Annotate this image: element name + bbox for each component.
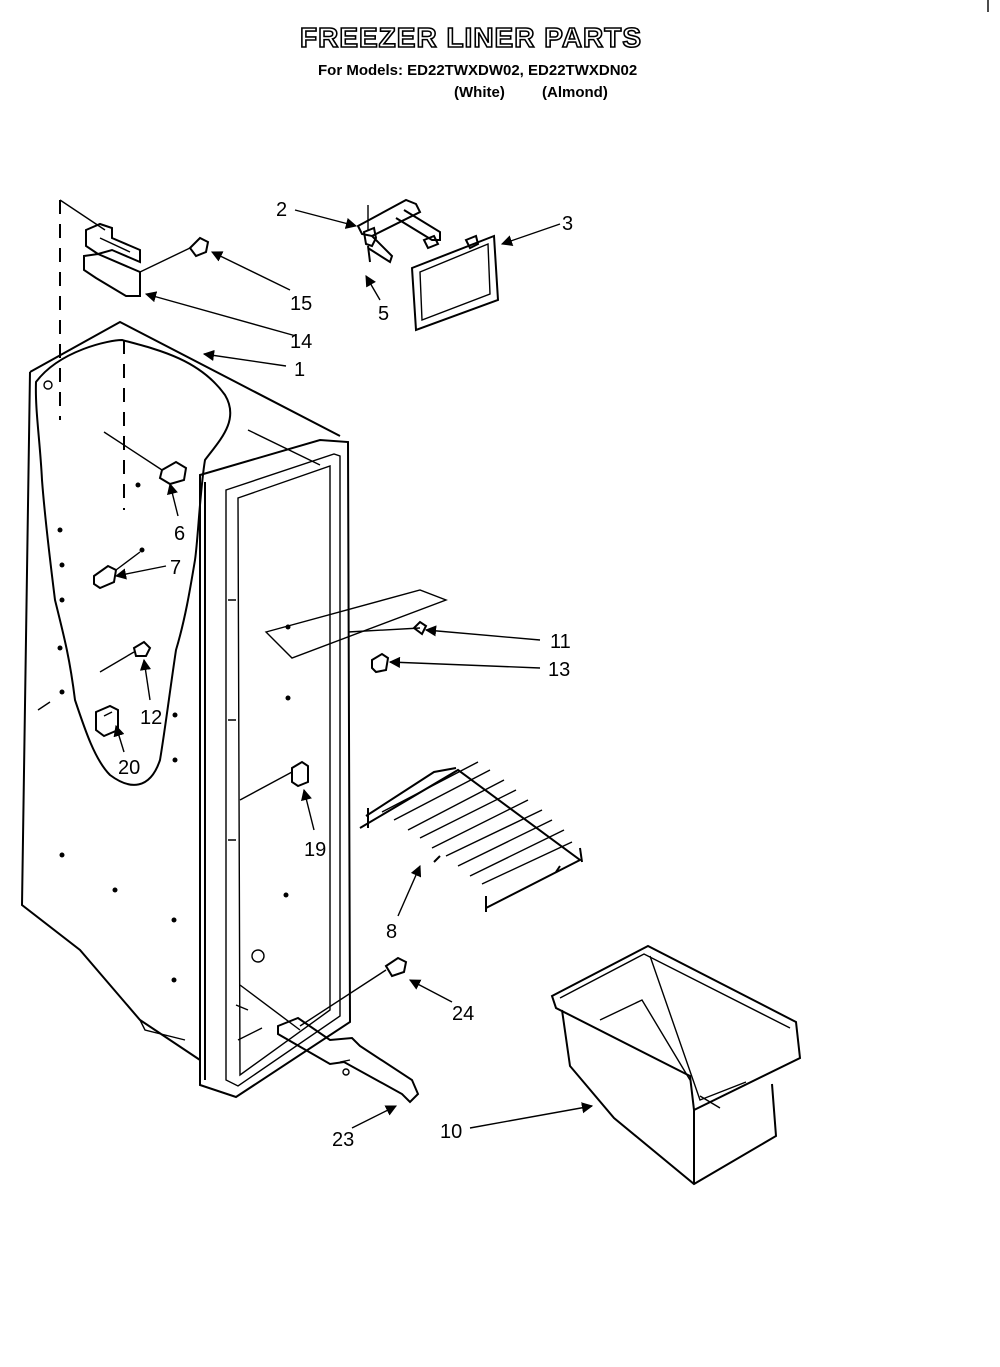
- callout-12: 12: [140, 707, 162, 729]
- part-8-wire-shelf: [359, 761, 583, 912]
- callout-8: 8: [386, 921, 397, 943]
- freezer-liner: [20, 320, 352, 1099]
- callout-19: 19: [304, 839, 326, 861]
- models-line: For Models: ED22TWXDW02, ED22TWXDN02: [318, 62, 638, 79]
- callout-20: 20: [118, 757, 140, 779]
- part-20-clip: [95, 704, 119, 738]
- callout-2: 2: [276, 199, 287, 221]
- part-23-bracket: [277, 1016, 420, 1104]
- part-15-screw: [139, 236, 210, 273]
- callout-13: 13: [548, 659, 570, 681]
- callout-leaders: [113, 209, 594, 1129]
- part-5-screw: [362, 226, 378, 263]
- part-14-bracket: [83, 222, 141, 297]
- part-3-frame: [410, 234, 500, 332]
- callout-7: 7: [170, 557, 181, 579]
- part-10-freezer-bin: [550, 944, 802, 1186]
- page-header: FREEZER LINER PARTS For Models: ED22TWXD…: [0, 0, 1000, 110]
- callout-10: 10: [440, 1121, 462, 1143]
- color-label-almond: (Almond): [542, 84, 608, 101]
- callout-6: 6: [174, 523, 185, 545]
- callout-23: 23: [332, 1129, 354, 1151]
- part-11-13-plate: [264, 589, 448, 674]
- part-2-hinge: [356, 198, 441, 264]
- callout-5: 5: [378, 303, 389, 325]
- part-12-screw: [99, 640, 152, 673]
- part-19-clip: [239, 760, 309, 801]
- part-24-screw: [299, 956, 408, 1027]
- callout-24: 24: [452, 1003, 474, 1025]
- callout-15: 15: [290, 293, 312, 315]
- part-6-clip: [103, 431, 188, 486]
- callout-1: 1: [294, 359, 305, 381]
- part-7-clip: [93, 551, 141, 590]
- callout-14: 14: [290, 331, 312, 353]
- callout-11: 11: [550, 631, 571, 653]
- color-label-white: (White): [454, 84, 505, 101]
- callout-3: 3: [562, 213, 573, 235]
- page-title: FREEZER LINER PARTS: [299, 21, 643, 54]
